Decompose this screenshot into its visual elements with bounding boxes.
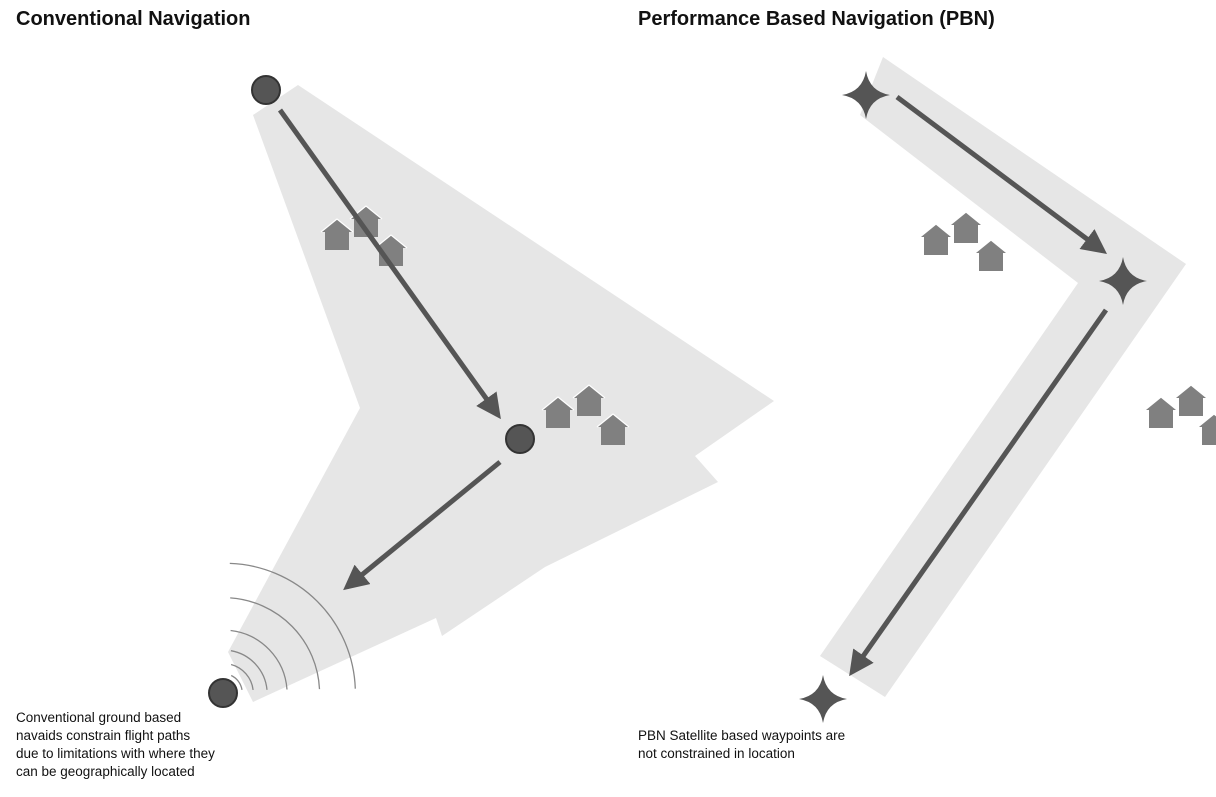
- houses-group-right-upper: [919, 211, 1008, 272]
- conventional-navigation-title: Conventional Navigation: [16, 8, 251, 30]
- houses-group-right-edge: [1144, 384, 1216, 446]
- house-icon: [919, 223, 953, 256]
- signal-arcs-icon: [229, 562, 356, 691]
- flight-path-arrow: [343, 460, 502, 591]
- flight-path-arrow: [277, 108, 501, 420]
- house-icon: [974, 239, 1008, 272]
- pbn-corridor: [820, 57, 1186, 697]
- navaid-circle-icon: [505, 424, 535, 454]
- house-icon: [1197, 413, 1216, 446]
- house-icon: [1174, 384, 1208, 417]
- pbn-title: Performance Based Navigation (PBN): [638, 8, 995, 30]
- conventional-caption: Conventional ground based navaids constr…: [16, 710, 215, 779]
- navaid-circle-icon: [251, 75, 281, 105]
- flight-path-arrow: [895, 94, 1108, 254]
- flight-path-arrow: [849, 308, 1109, 677]
- house-icon: [1144, 396, 1178, 429]
- star-waypoint-icon: [799, 675, 847, 723]
- conventional-protected-area: [228, 85, 774, 702]
- navaid-circle-icon: [208, 678, 238, 708]
- house-icon: [949, 211, 983, 244]
- pbn-caption: PBN Satellite based waypoints are not co…: [638, 728, 846, 761]
